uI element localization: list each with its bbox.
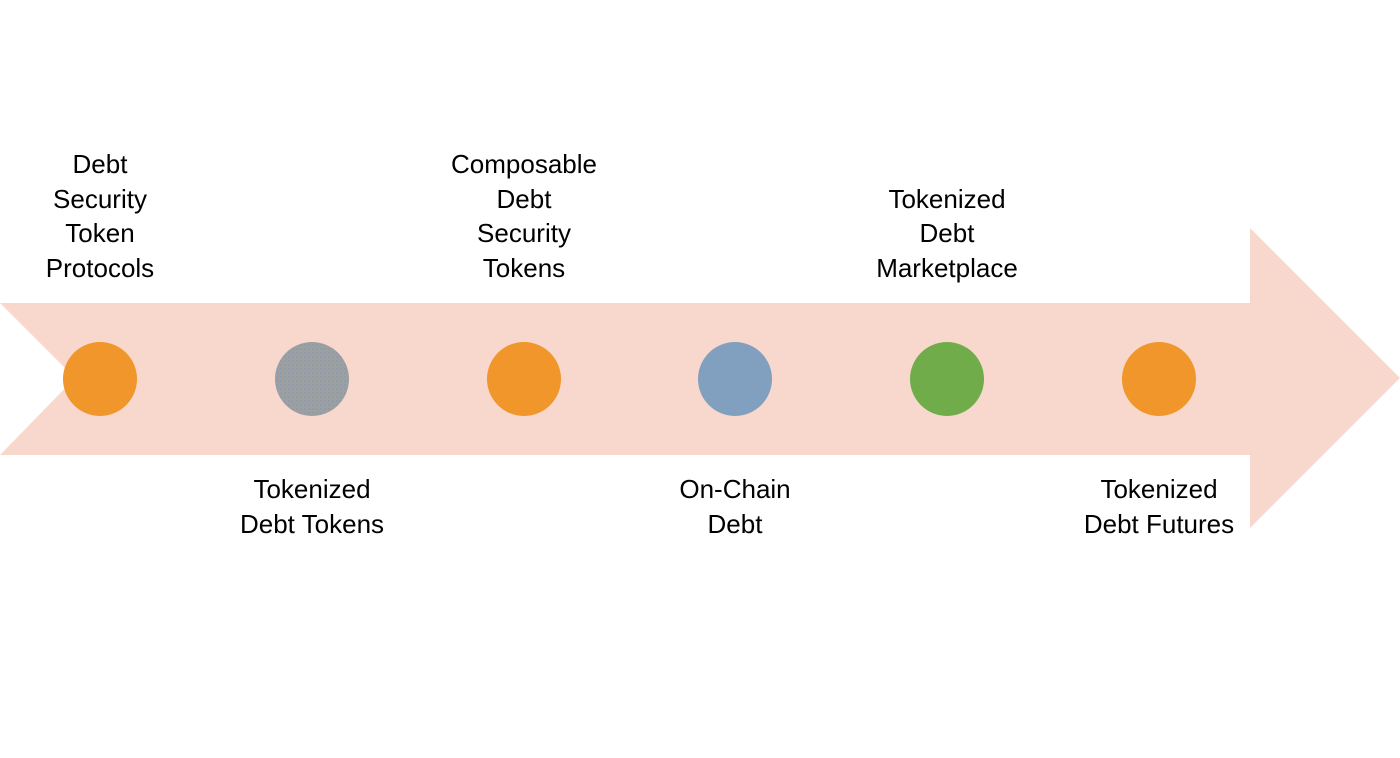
stage-dot-6 [1122, 342, 1196, 416]
stage-dots [63, 342, 1196, 416]
stage-dot-1 [63, 342, 137, 416]
stage-dot-2 [275, 342, 349, 416]
stage-dot-4 [698, 342, 772, 416]
stage-label-5: Tokenized Debt Marketplace [876, 183, 1018, 283]
stage-label-1: Debt Security Token Protocols [45, 149, 155, 283]
stage-label-6: Tokenized Debt Futures [1083, 474, 1235, 539]
stage-label-3: Composable Debt Security Tokens [451, 149, 597, 283]
stage-dot-5 [910, 342, 984, 416]
stage-dot-3 [487, 342, 561, 416]
stage-label-2: Tokenized Debt Tokens [239, 474, 385, 539]
stage-label-4: On-Chain Debt [679, 474, 791, 539]
